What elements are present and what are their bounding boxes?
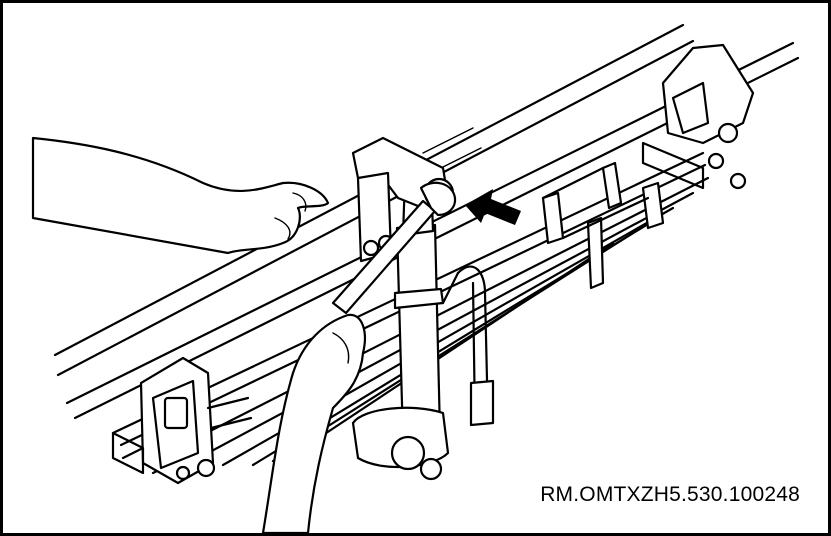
wrench xyxy=(331,181,457,315)
spring-hanger-rear xyxy=(641,43,755,190)
figure-reference-code: RM.OMTXZH5.530.100248 xyxy=(540,483,800,506)
shock-absorber xyxy=(351,173,450,481)
u-bolt xyxy=(441,265,495,427)
direction-arrow-icon xyxy=(465,189,521,225)
shock-absorber-removal-illustration xyxy=(31,23,800,533)
spring-hanger-front xyxy=(111,356,253,485)
technician-hands xyxy=(31,136,366,533)
spring-clamps xyxy=(541,161,665,290)
